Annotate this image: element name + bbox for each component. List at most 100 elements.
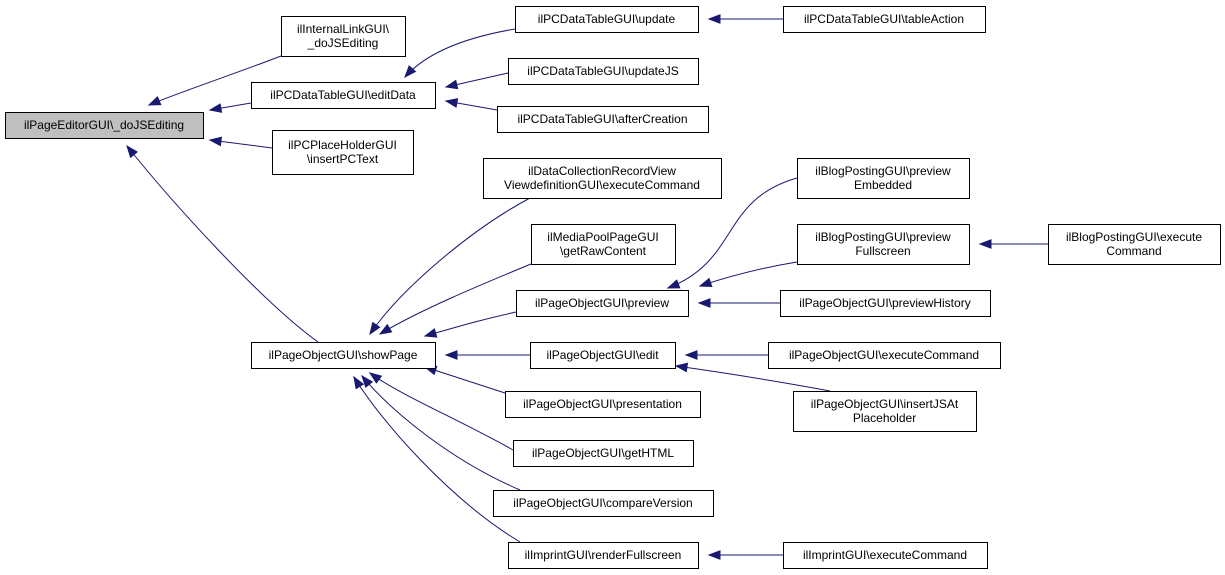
node-dtAfterCreation[interactable]: ilPCDataTableGUI\afterCreation (497, 106, 709, 133)
node-label: ilBlogPostingGUI\preview (815, 164, 951, 178)
node-dtTableAction[interactable]: ilPCDataTableGUI\tableAction (783, 6, 986, 33)
node-label: ilPageObjectGUI\compareVersion (513, 496, 692, 510)
node-root[interactable]: ilPageEditorGUI\_doJSEditing (5, 112, 204, 139)
edge-line (699, 261, 798, 287)
node-box (272, 130, 414, 175)
node-showPage[interactable]: ilPageObjectGUI\showPage (251, 342, 436, 369)
node-label: ilMediaPoolPageGUI (547, 230, 658, 244)
node-label: ilPCDataTableGUI\updateJS (527, 64, 678, 78)
edge-line (404, 28, 516, 78)
edge-poPreviewHistory-to-poPreview (697, 298, 780, 308)
edge-poExecute-to-poEdit (684, 350, 768, 360)
node-label: ilPageObjectGUI\presentation (523, 397, 682, 411)
node-label: _doJSEditing (307, 36, 379, 50)
edge-dtUpdateJS-to-editData (444, 72, 509, 90)
node-label: ilPCDataTableGUI\afterCreation (517, 112, 687, 126)
node-label: Placeholder (853, 411, 916, 425)
node-poGetHTML[interactable]: ilPageObjectGUI\getHTML (513, 440, 694, 467)
node-blogExecute[interactable]: ilBlogPostingGUI\executeCommand (1048, 224, 1221, 265)
node-box (281, 16, 406, 57)
node-box (768, 342, 1001, 369)
node-box (493, 490, 714, 517)
edge-line (369, 197, 531, 335)
edge-line (424, 311, 517, 337)
node-editData[interactable]: ilPCDataTableGUI\editData (251, 82, 436, 109)
node-box (508, 58, 699, 85)
node-label: ilPCDataTableGUI\editData (270, 88, 416, 102)
node-label: Embedded (854, 178, 912, 192)
edge-blogExecute-to-blogFullscreen (978, 239, 1048, 249)
edge-poPresentation-to-showPage (423, 365, 506, 394)
node-box (783, 542, 988, 569)
edge-arrowhead (707, 550, 721, 560)
edge-arrowhead (666, 279, 681, 289)
edge-arrowhead (369, 321, 381, 336)
edge-arrowhead (674, 362, 689, 373)
node-poPreview[interactable]: ilPageObjectGUI\preview (516, 290, 689, 317)
node-label: ilPCDataTableGUI\update (538, 12, 676, 26)
edge-arrowhead (423, 328, 438, 338)
node-label: ilDataCollectionRecordView (528, 164, 676, 178)
node-poExecute[interactable]: ilPageObjectGUI\executeCommand (768, 342, 1001, 369)
edge-poInsertJS-to-poEdit (674, 362, 831, 392)
node-poCompare[interactable]: ilPageObjectGUI\compareVersion (493, 490, 714, 517)
edge-arrowhead (444, 98, 459, 108)
node-poPreviewHistory[interactable]: ilPageObjectGUI\previewHistory (780, 290, 991, 317)
edge-blogEmbedded-to-poPreview (666, 177, 798, 289)
edge-blogFullscreen-to-poPreview (698, 261, 798, 288)
node-label: ilImprintGUI\executeCommand (803, 548, 967, 562)
node-box (793, 391, 977, 432)
node-label: ilPageObjectGUI\insertJSAt (811, 397, 959, 411)
edge-arrowhead (361, 374, 374, 389)
node-label: \getRawContent (560, 244, 647, 258)
node-box (508, 542, 699, 569)
node-box (1048, 224, 1221, 265)
node-label: ilPageObjectGUI\preview (535, 296, 669, 310)
edge-imprintRender-to-showPage (353, 375, 521, 543)
node-placeholder[interactable]: ilPCPlaceHolderGUI\insertPCText (272, 130, 414, 175)
node-box (513, 440, 694, 467)
node-box (5, 112, 204, 139)
node-box (251, 342, 436, 369)
edge-line (379, 263, 532, 335)
edge-arrowhead (353, 375, 365, 390)
node-box (516, 290, 689, 317)
node-poPresentation[interactable]: ilPageObjectGUI\presentation (505, 391, 701, 418)
edge-mediaPool-to-showPage (378, 263, 532, 335)
node-box (531, 224, 676, 265)
edge-showPage-to-root (126, 144, 319, 343)
edge-arrowhead (697, 298, 711, 308)
node-label: Fullscreen (855, 244, 910, 258)
node-dcRecordView[interactable]: ilDataCollectionRecordViewViewdefinition… (483, 158, 722, 199)
edge-arrowhead (208, 103, 223, 113)
edge-dtAfterCreation-to-editData (444, 98, 498, 111)
edge-line (667, 177, 798, 289)
node-mediaPool[interactable]: ilMediaPoolPageGUI\getRawContent (531, 224, 676, 265)
edge-arrowhead (444, 79, 459, 90)
node-dtUpdate[interactable]: ilPCDataTableGUI\update (515, 6, 699, 33)
node-imprintRender[interactable]: ilImprintGUI\renderFullscreen (508, 542, 699, 569)
edge-editData-to-root (208, 102, 252, 113)
node-dtUpdateJS[interactable]: ilPCDataTableGUI\updateJS (508, 58, 699, 85)
edge-internallink-to-root (147, 55, 282, 106)
node-imprintExecute[interactable]: ilImprintGUI\executeCommand (783, 542, 988, 569)
node-box (797, 158, 970, 199)
edge-line (361, 375, 521, 491)
node-box (483, 158, 722, 199)
node-label: ilPageEditorGUI\_doJSEditing (24, 118, 184, 132)
edge-arrowhead (126, 144, 139, 159)
edge-line (675, 365, 831, 392)
edge-arrowhead (147, 96, 162, 106)
nodes-layer: ilPageEditorGUI\_doJSEditing ilInternalLi… (5, 6, 1221, 569)
node-box (505, 391, 701, 418)
node-poEdit[interactable]: ilPageObjectGUI\edit (530, 342, 676, 369)
node-internallink[interactable]: ilInternalLinkGUI\_doJSEditing (281, 16, 406, 57)
edge-arrowhead (378, 323, 393, 335)
edge-arrowhead (684, 350, 698, 360)
node-label: ilPageObjectGUI\executeCommand (789, 348, 979, 362)
node-label: ilPageObjectGUI\previewHistory (799, 296, 970, 310)
